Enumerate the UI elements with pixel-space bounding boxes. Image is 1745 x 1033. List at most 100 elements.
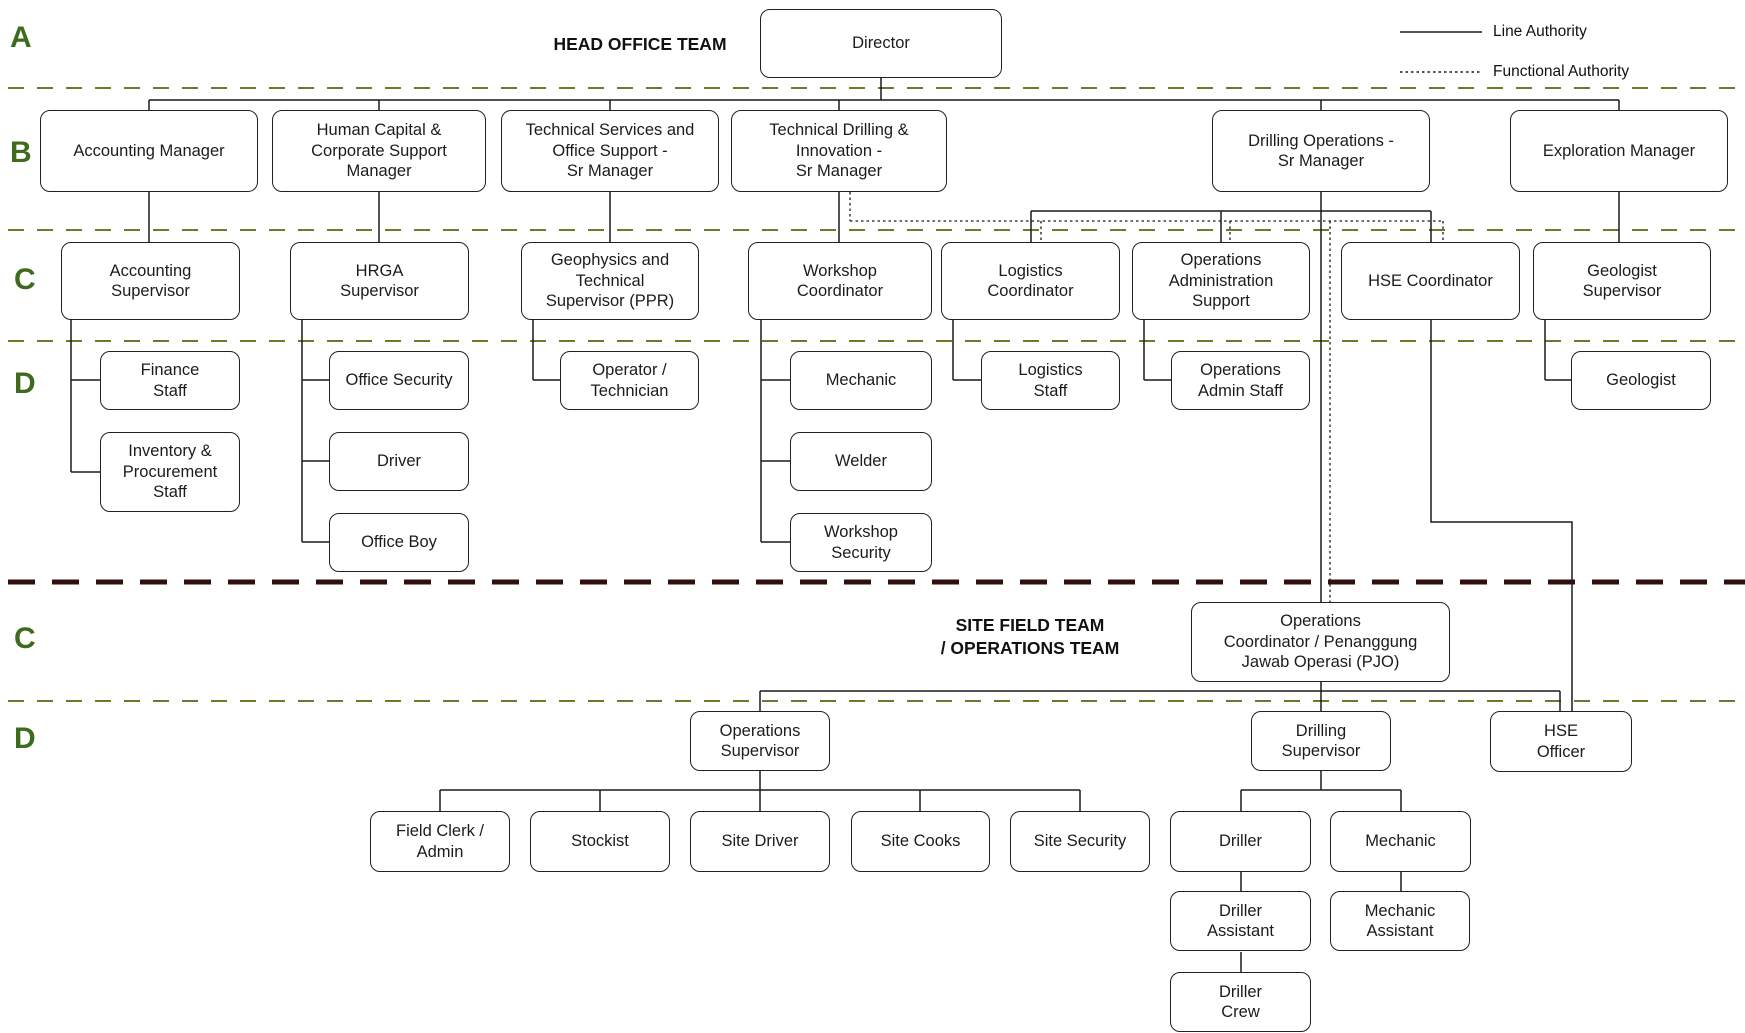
org-node-label-line: Human Capital &: [316, 121, 442, 140]
org-node-label-line: Operations: [719, 721, 801, 740]
legend-functional-authority-label: Functional Authority: [1493, 63, 1630, 80]
org-node-label-line: Operations: [1180, 251, 1262, 270]
org-node-label-line: Office Boy: [361, 533, 437, 552]
org-node-driller: Driller: [1170, 811, 1311, 872]
org-node-label-line: Security: [831, 543, 891, 562]
org-node-label-line: Corporate Support: [311, 141, 447, 160]
org-node-label-line: Technical: [575, 271, 645, 290]
org-node-label-line: Workshop: [824, 523, 898, 542]
org-node-label-line: HRGA: [355, 261, 404, 280]
org-node-stockist: Stockist: [530, 811, 670, 872]
org-node-label-line: Supervisor: [720, 742, 800, 760]
org-node-site-security: Site Security: [1010, 811, 1150, 872]
org-node-label-line: Inventory &: [128, 442, 212, 461]
org-node-office-boy: Office Boy: [329, 513, 469, 572]
org-node-label-line: Operations: [1200, 361, 1281, 380]
org-node-hse-coordinator: HSE Coordinator: [1341, 242, 1520, 320]
org-node-label-line: Exploration Manager: [1542, 141, 1696, 160]
org-node-label-line: Logistics: [1018, 361, 1083, 380]
org-node-label-line: Supervisor: [340, 282, 419, 300]
org-node-label-line: Procurement: [122, 462, 218, 481]
org-node-label-line: HSE Coordinator: [1368, 271, 1493, 290]
org-node-label-line: Site Driver: [721, 832, 799, 851]
org-node-technical-drilling-sr-manager: Technical Drilling &Innovation -Sr Manag…: [731, 110, 947, 192]
org-node-exploration-manager: Exploration Manager: [1510, 110, 1728, 192]
org-node-label-line: Staff: [1033, 381, 1068, 400]
org-node-label-line: Admin: [416, 842, 464, 861]
org-node-label-line: Officer: [1536, 742, 1586, 761]
org-node-label-line: Stockist: [571, 832, 629, 851]
org-node-label-line: Mechanic: [825, 371, 897, 390]
org-node-label-line: Coordinator: [987, 282, 1074, 300]
org-node-label-line: Supervisor: [1281, 742, 1361, 760]
org-node-site-mechanic: Mechanic: [1330, 811, 1471, 872]
org-node-label-line: Staff: [153, 483, 187, 502]
row-label-b: B: [10, 136, 32, 169]
org-node-label-line: Geologist: [1587, 261, 1657, 280]
org-node-label-line: Technical Drilling &: [769, 121, 909, 140]
org-node-label-line: Supervisor: [1582, 282, 1662, 300]
org-node-label-line: Operator /: [592, 361, 667, 380]
org-node-label-line: HSE: [1544, 722, 1578, 741]
site-field-team-title-line2: / OPERATIONS TEAM: [940, 638, 1120, 659]
org-node-label-line: Support: [1192, 292, 1250, 311]
org-node-label-line: Operations: [1280, 612, 1361, 631]
org-node-label-line: Innovation -: [795, 141, 883, 160]
row-label-c-site: C: [14, 622, 36, 655]
org-node-label-line: Director: [852, 34, 910, 53]
org-node-drilling-operations-sr-manager: Drilling Operations -Sr Manager: [1212, 110, 1430, 192]
org-node-label-line: Crew: [1221, 1003, 1260, 1021]
org-node-label-line: Driver: [377, 452, 421, 471]
org-node-office-security: Office Security: [329, 351, 469, 410]
line-authority-connectors: [70, 78, 1620, 972]
org-node-label-line: Assistant: [1366, 922, 1434, 940]
org-node-label-line: Geologist: [1606, 371, 1676, 390]
row-label-c-head-office: C: [14, 263, 36, 296]
org-node-label-line: Drilling: [1295, 721, 1347, 740]
org-node-label-line: Manager: [346, 162, 412, 181]
head-office-team-title: HEAD OFFICE TEAM: [553, 34, 727, 54]
org-node-operator-technician: Operator /Technician: [560, 351, 699, 410]
org-node-label-line: Driller: [1218, 982, 1263, 1001]
org-node-label-line: Driller: [1218, 901, 1263, 920]
row-label-a: A: [10, 21, 32, 54]
org-node-label-line: Driller: [1218, 832, 1263, 851]
org-node-label-line: Technical Services and: [525, 121, 695, 140]
org-node-label-line: Accounting Manager: [73, 141, 225, 160]
org-node-label-line: Staff: [153, 381, 187, 400]
site-field-team-title-line1: SITE FIELD TEAM: [955, 615, 1105, 635]
org-node-label-line: Coordinator / Penanggung: [1223, 632, 1418, 651]
org-node-label-line: Drilling Operations -: [1248, 131, 1394, 150]
org-node-label-line: Geophysics and: [550, 251, 670, 270]
org-node-label-line: Mechanic: [1364, 901, 1436, 920]
org-node-driver: Driver: [329, 432, 469, 491]
org-node-mechanic: Mechanic: [790, 351, 932, 410]
site-field-team-title: SITE FIELD TEAM / OPERATIONS TEAM: [880, 614, 1180, 660]
org-node-label-line: Admin Staff: [1198, 381, 1283, 400]
org-node-accounting-manager: Accounting Manager: [40, 110, 258, 192]
org-node-field-clerk-admin: Field Clerk /Admin: [370, 811, 510, 872]
row-label-d-head-office: D: [14, 367, 36, 400]
legend-line-authority-label: Line Authority: [1493, 23, 1587, 40]
org-node-label-line: Field Clerk /: [395, 822, 485, 841]
row-label-d-site: D: [14, 722, 36, 755]
org-node-label-line: Technician: [590, 381, 669, 400]
org-node-label-line: Supervisor (PPR): [545, 292, 675, 311]
